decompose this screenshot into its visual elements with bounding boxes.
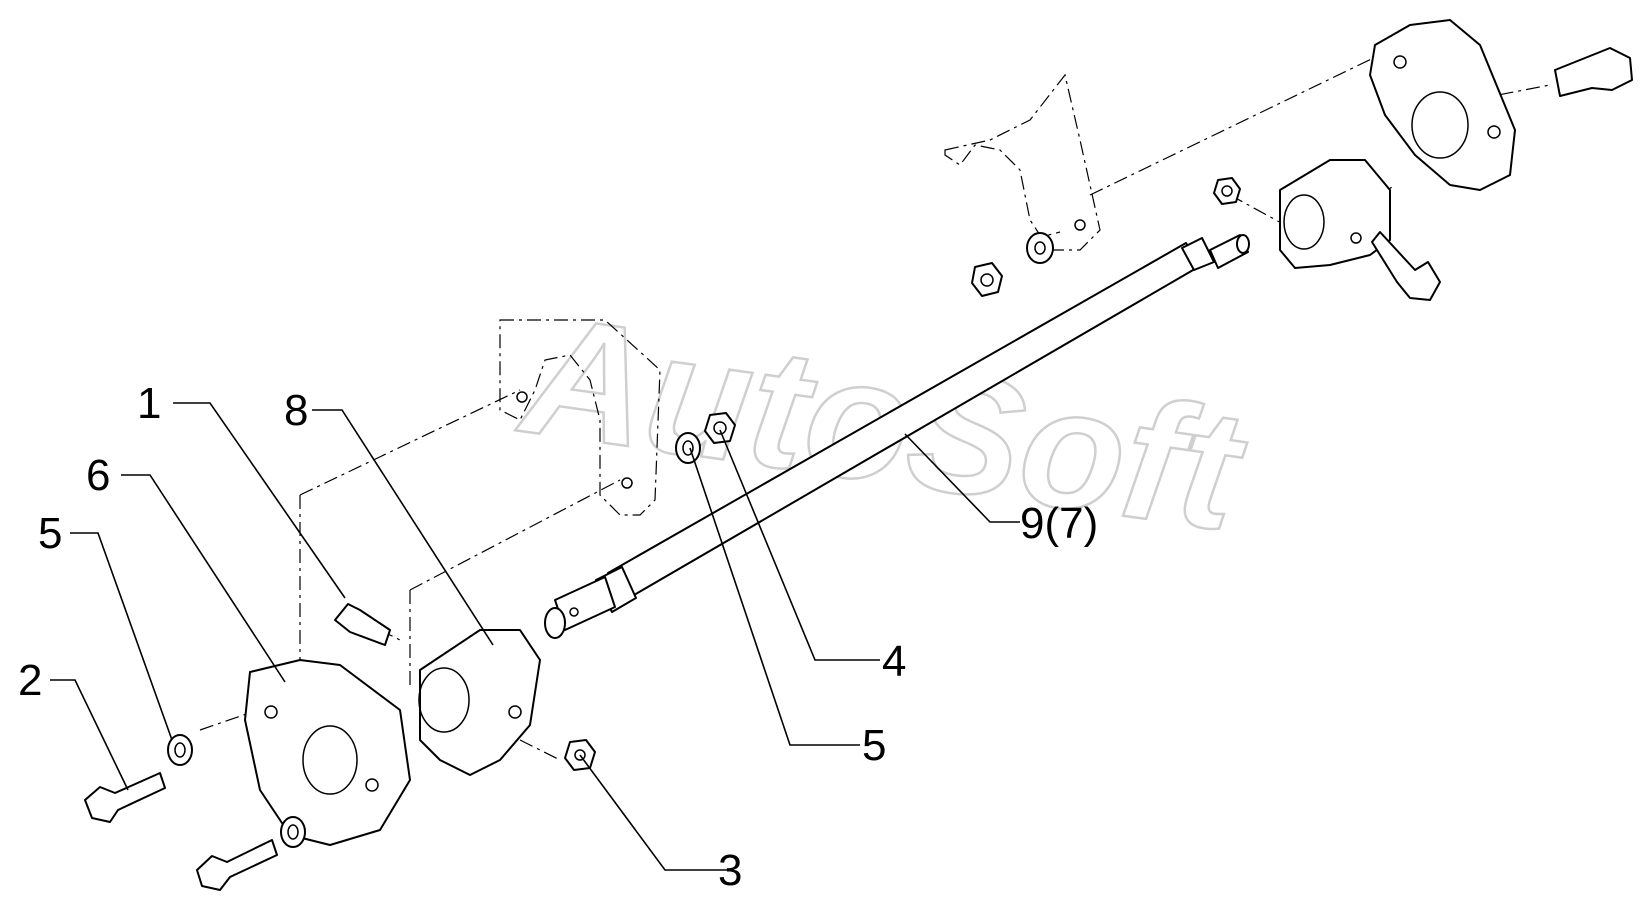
callout-5-left: 5 (38, 509, 62, 558)
washer-left-2 (280, 816, 306, 848)
left-flange-plate (244, 659, 411, 846)
leader-lines (50, 402, 1020, 871)
bolt-left-upper (334, 603, 391, 646)
washer-right-bracket (1026, 232, 1054, 264)
shaft (544, 234, 1250, 639)
bolt-left-lower-1 (84, 772, 166, 823)
callout-4: 4 (882, 637, 906, 686)
bolt-right-lower (1371, 231, 1441, 301)
nut-shaft-center (704, 412, 736, 444)
callout-2: 2 (18, 656, 42, 705)
bolt-right-upper (1554, 47, 1633, 97)
right-frame-bracket (944, 73, 1101, 251)
washer-shaft-center (675, 432, 701, 464)
callout-3: 3 (718, 846, 742, 895)
right-flange-plate (1369, 19, 1516, 191)
nut-right-bracket (971, 262, 1003, 297)
bolt-left-lower-2 (196, 839, 278, 891)
callout-8: 8 (284, 386, 308, 435)
washer-left-1 (167, 734, 193, 766)
left-frame-bracket (499, 319, 661, 516)
callout-labels: 1 8 6 5 2 3 4 5 9(7) (18, 379, 1098, 895)
callout-1: 1 (137, 379, 161, 428)
left-clamp-block (418, 629, 541, 776)
callout-6: 6 (86, 451, 110, 500)
right-clamp-block (1279, 159, 1391, 269)
nut-right-clamp (1213, 177, 1241, 205)
callout-5-right: 5 (862, 721, 886, 770)
callout-9-7: 9(7) (1020, 499, 1098, 548)
